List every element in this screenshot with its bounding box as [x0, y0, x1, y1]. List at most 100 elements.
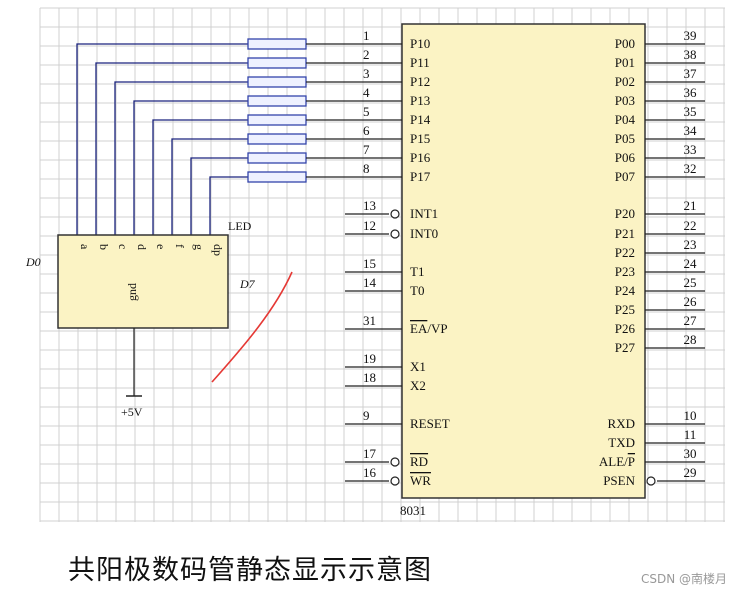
- segment-wire: [95, 62, 248, 235]
- pin-number: 33: [684, 142, 697, 157]
- figure-caption: 共阳极数码管静态显示示意图: [68, 555, 432, 586]
- pin-name-label: P13: [410, 93, 430, 108]
- segment-label: c: [116, 244, 130, 249]
- current-limit-resistor: [247, 57, 307, 69]
- pin-name-label: INT0: [410, 226, 438, 241]
- pin-number: 15: [363, 256, 376, 271]
- pin-name-label: INT1: [410, 206, 438, 221]
- inversion-bubble: [390, 229, 400, 239]
- segment-label: g: [192, 244, 206, 250]
- pin-name-label: X1: [410, 359, 426, 374]
- pin-name-label: P12: [410, 74, 430, 89]
- current-limit-resistor: [247, 114, 307, 126]
- pin-number: 19: [363, 351, 376, 366]
- segment-label: a: [78, 244, 92, 250]
- pin-name-label: P27: [615, 340, 636, 355]
- segment-label: dp: [211, 244, 225, 256]
- annotation-arrow-stroke: [211, 271, 293, 383]
- pin-name-label: P03: [615, 93, 635, 108]
- pin-number: 30: [684, 446, 697, 461]
- pin-number: 39: [684, 28, 697, 43]
- pin-name-label: X2: [410, 378, 426, 393]
- pin-name-label: P14: [410, 112, 431, 127]
- pin-name-label: TXD: [608, 435, 635, 450]
- pin-number: 6: [363, 123, 370, 138]
- segment-wire: [114, 81, 248, 235]
- segment-wire: [133, 100, 248, 235]
- power-label: +5V: [121, 405, 143, 419]
- pin-number: 26: [684, 294, 698, 309]
- pin-number: 36: [684, 85, 698, 100]
- segment-wire: [190, 157, 248, 235]
- pin-name-label: P05: [615, 131, 635, 146]
- pin-name-label: P10: [410, 36, 430, 51]
- annotation-d0: D0: [25, 255, 41, 269]
- pin-number: 5: [363, 104, 370, 119]
- pin-number: 22: [684, 218, 697, 233]
- pin-name-label: EA/VP: [410, 321, 448, 336]
- pin-name-label: P00: [615, 36, 635, 51]
- pin-name-label: WR: [410, 473, 431, 488]
- led-label: LED: [228, 219, 252, 233]
- segment-wire: [171, 138, 248, 235]
- pin-name-label: P11: [410, 55, 430, 70]
- pin-name-label: ALE/P: [599, 454, 635, 469]
- pin-number: 21: [684, 198, 697, 213]
- pin-number: 23: [684, 237, 697, 252]
- pin-number: 35: [684, 104, 697, 119]
- pin-number: 7: [363, 142, 370, 157]
- watermark: CSDN @南楼月: [640, 572, 727, 586]
- pin-number: 14: [363, 275, 377, 290]
- annotation-d7: D7: [239, 277, 256, 291]
- chip-body: [401, 23, 646, 499]
- pin-name-label: P01: [615, 55, 635, 70]
- chip-part-label: 8031: [400, 503, 426, 518]
- segment-label: f: [173, 244, 187, 248]
- inversion-bubble: [390, 209, 400, 219]
- pin-name-label: T1: [410, 264, 424, 279]
- pin-name-label: P04: [615, 112, 636, 127]
- pin-number: 4: [363, 85, 370, 100]
- pin-number: 3: [363, 66, 370, 81]
- pin-name-label: P25: [615, 302, 635, 317]
- pin-number: 13: [363, 198, 376, 213]
- pin-number: 32: [684, 161, 697, 176]
- pin-number: 9: [363, 408, 370, 423]
- pin-number: 37: [684, 66, 698, 81]
- current-limit-resistor: [247, 95, 307, 107]
- pin-name-label: RXD: [608, 416, 635, 431]
- led-resistor-wires: [76, 38, 345, 235]
- pin-name-label: P24: [615, 283, 636, 298]
- pin-number: 8: [363, 161, 370, 176]
- pin-name-label: P22: [615, 245, 635, 260]
- pin-number: 25: [684, 275, 697, 290]
- pin-name-label: P26: [615, 321, 636, 336]
- pin-name-label: P15: [410, 131, 430, 146]
- pin-number: 12: [363, 218, 376, 233]
- pin-number: 34: [684, 123, 698, 138]
- pin-number: 27: [684, 313, 698, 328]
- current-limit-resistor: [247, 171, 307, 183]
- pin-number: 11: [684, 427, 697, 442]
- led-body: [57, 234, 229, 329]
- current-limit-resistor: [247, 152, 307, 164]
- pin-name-label: P06: [615, 150, 636, 165]
- pin-name-label: P17: [410, 169, 431, 184]
- pin-number: 17: [363, 446, 377, 461]
- current-limit-resistor: [247, 133, 307, 145]
- pin-name-label: PSEN: [603, 473, 635, 488]
- pin-number: 29: [684, 465, 697, 480]
- pin-number: 24: [684, 256, 698, 271]
- current-limit-resistor: [247, 38, 307, 50]
- segment-label: b: [97, 244, 111, 250]
- chip-8031: 80311P102P113P124P135P146P157P168P1713IN…: [345, 23, 705, 518]
- inversion-bubble: [646, 476, 656, 486]
- pin-name-label: RESET: [410, 416, 450, 431]
- pin-number: 31: [363, 313, 376, 328]
- segment-wire: [76, 43, 248, 235]
- pin-name-label: T0: [410, 283, 424, 298]
- pin-number: 16: [363, 465, 377, 480]
- segment-label: d: [135, 244, 149, 250]
- segment-label: e: [154, 244, 168, 249]
